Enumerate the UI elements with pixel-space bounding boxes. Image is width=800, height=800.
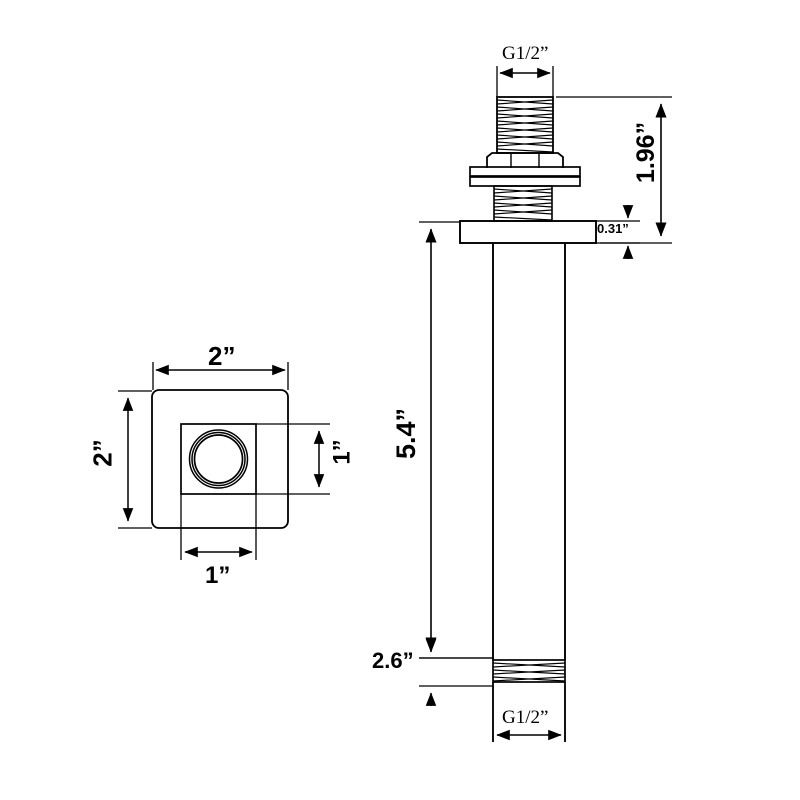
dim-label-0-31: 0.31” (597, 221, 629, 236)
dim-2-6 (419, 639, 493, 706)
dim-label-g12-bottom: G1/2” (502, 707, 549, 728)
dim-g12-bottom (492, 686, 566, 742)
flange-outer-square (151, 389, 289, 529)
dim-label-plan-height-1: 1” (328, 439, 356, 465)
flange-inner-square (180, 423, 257, 495)
dim-plan-width-2 (152, 362, 289, 390)
dim-g12-top (496, 66, 554, 97)
dim-plan-height-1 (256, 423, 330, 495)
dim-label-g12-top: G1/2” (502, 43, 549, 64)
dim-label-1-96: 1.96” (632, 121, 661, 184)
pipe-body (492, 243, 566, 660)
bottom-thread-nipple (492, 659, 566, 742)
dim-plan-height-2 (118, 390, 152, 529)
dim-label-plan-height-2: 2” (87, 439, 118, 467)
dim-plan-width-1 (180, 494, 257, 560)
flange-plate (459, 220, 597, 244)
dim-label-5-4: 5.4” (391, 407, 422, 460)
dim-label-plan-width-2: 2” (208, 341, 236, 371)
dim-label-plan-width-1: 1” (205, 562, 231, 589)
dim-5-4 (419, 221, 493, 659)
outlet-circle (188, 429, 249, 489)
top-thread-nipple (496, 96, 554, 154)
lower-thread-section (493, 185, 553, 222)
hex-nut (486, 152, 564, 168)
dim-0-31 (596, 205, 640, 259)
dim-label-2-6: 2.6” (372, 648, 414, 673)
washer-plate (469, 166, 581, 187)
